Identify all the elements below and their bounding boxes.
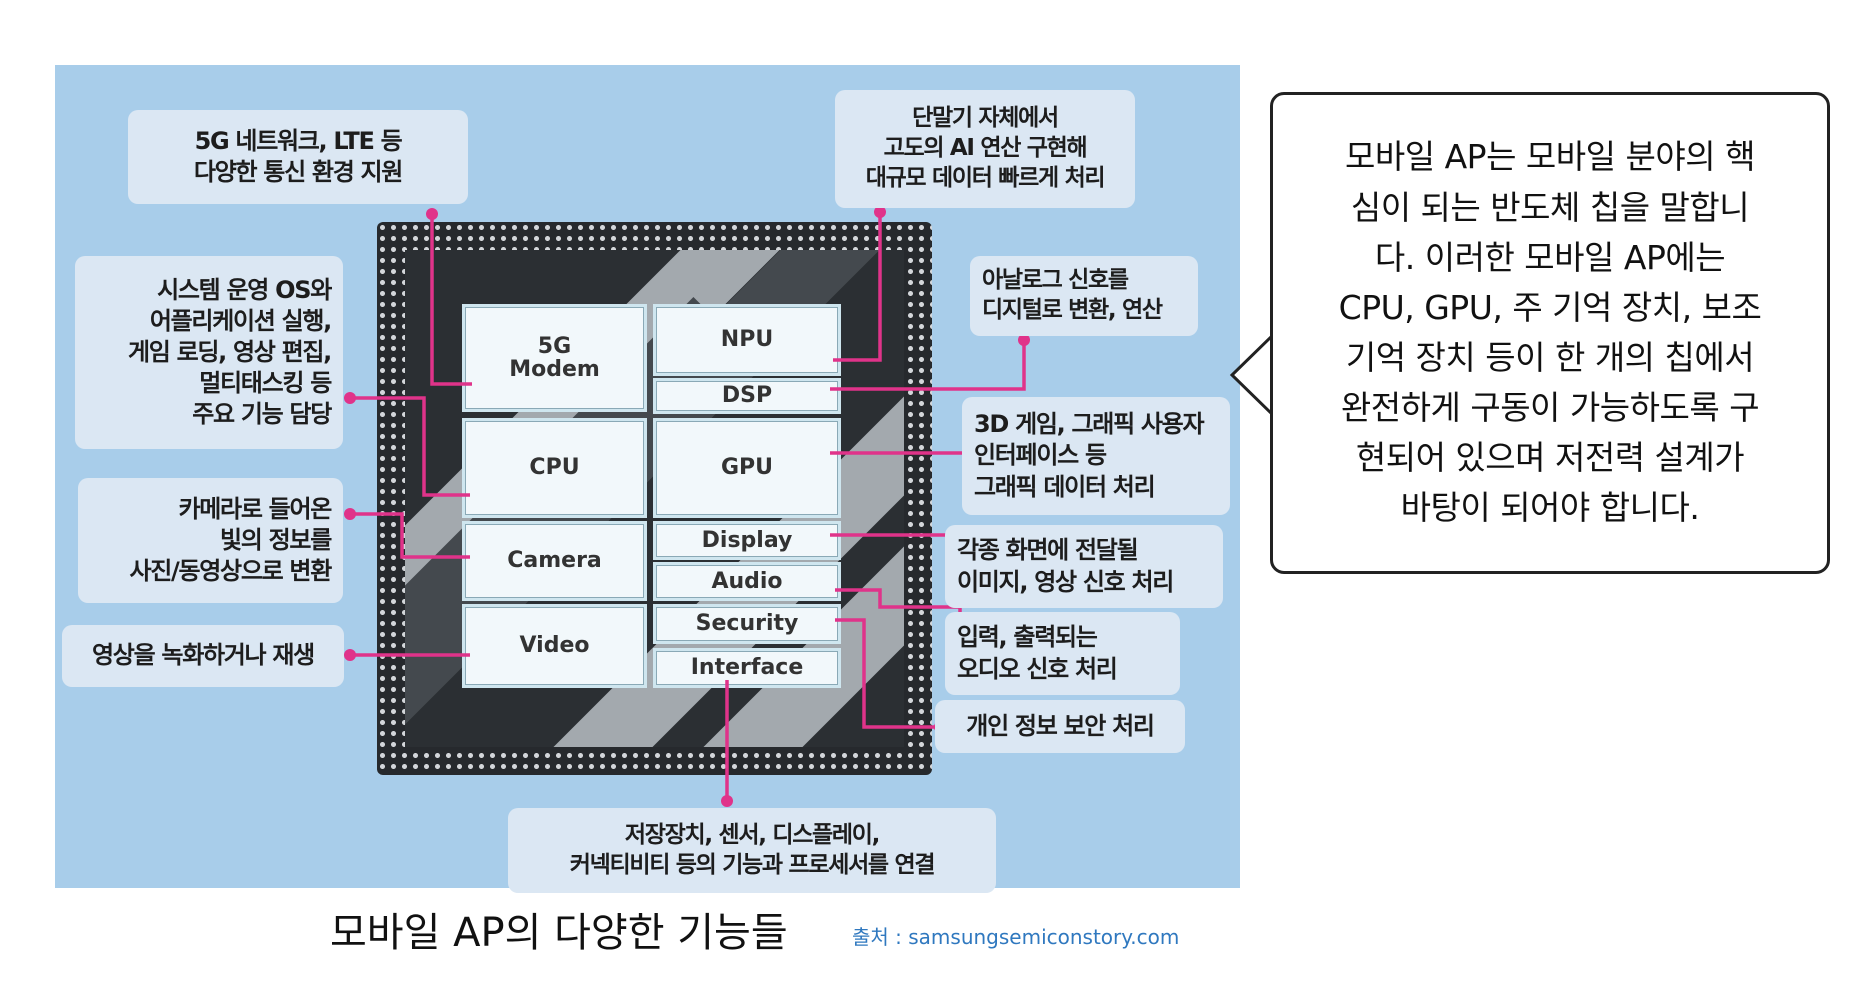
- callout-line: 완전하게 구동이 가능하도록 구: [1340, 388, 1760, 428]
- description-callout: 모바일 AP는 모바일 분야의 핵 심이 되는 반도체 칩을 말합니 다. 이러…: [1270, 92, 1830, 574]
- label-security: 개인 정보 보안 처리: [935, 700, 1185, 753]
- label-display: 각종 화면에 전달될 이미지, 영상 신호 처리: [945, 525, 1223, 608]
- label-graphics: 3D 게임, 그래픽 사용자 인터페이스 등 그래픽 데이터 처리: [962, 397, 1230, 515]
- block-security: Security: [653, 604, 841, 644]
- label-analog: 아날로그 신호를 디지털로 변환, 연산: [970, 256, 1198, 336]
- callout-line: CPU, GPU, 주 기억 장치, 보조: [1338, 287, 1762, 327]
- label-system: 시스템 운영 OS와 어플리케이션 실행, 게임 로딩, 영상 편집, 멀티태스…: [75, 256, 343, 449]
- block-cpu: CPU: [462, 418, 647, 518]
- block-display: Display: [653, 521, 841, 560]
- figure-caption: 모바일 AP의 다양한 기능들: [330, 910, 788, 956]
- label-video: 영상을 녹화하거나 재생: [62, 625, 344, 687]
- label-interface: 저장장치, 센서, 디스플레이, 커넥티비티 등의 기능과 프로세서를 연결: [508, 808, 996, 893]
- callout-line: 바탕이 되어야 합니다.: [1400, 488, 1700, 528]
- label-network: 5G 네트워크, LTE 등 다양한 통신 환경 지원: [128, 110, 468, 204]
- block-gpu: GPU: [653, 418, 841, 518]
- block-video: Video: [462, 604, 647, 688]
- block-audio: Audio: [653, 562, 841, 601]
- block-5g-modem: 5G Modem: [462, 304, 647, 412]
- block-npu: NPU: [653, 304, 841, 376]
- block-interface: Interface: [653, 648, 841, 688]
- callout-line: 기억 장치 등이 한 개의 칩에서: [1345, 338, 1755, 377]
- label-audio: 입력, 출력되는 오디오 신호 처리: [945, 612, 1180, 695]
- callout-line: 모바일 AP는 모바일 분야의 핵: [1345, 137, 1755, 177]
- callout-line: 다. 이러한 모바일 AP에는: [1374, 237, 1726, 277]
- block-dsp: DSP: [653, 378, 841, 414]
- callout-line: 현되어 있으며 저전력 설계가: [1355, 438, 1745, 478]
- label-ai: 단말기 자체에서 고도의 AI 연산 구현해 대규모 데이터 빠르게 처리: [835, 90, 1135, 208]
- block-camera: Camera: [462, 521, 647, 601]
- label-camera: 카메라로 들어온 빛의 정보를 사진/동영상으로 변환: [78, 478, 343, 603]
- source-credit: 출처 : samsungsemiconstory.com: [852, 925, 1180, 949]
- callout-text: 모바일 AP는 모바일 분야의 핵 심이 되는 반도체 칩을 말합니 다. 이러…: [1339, 132, 1762, 533]
- callout-line: 심이 되는 반도체 칩을 말합니: [1350, 187, 1750, 227]
